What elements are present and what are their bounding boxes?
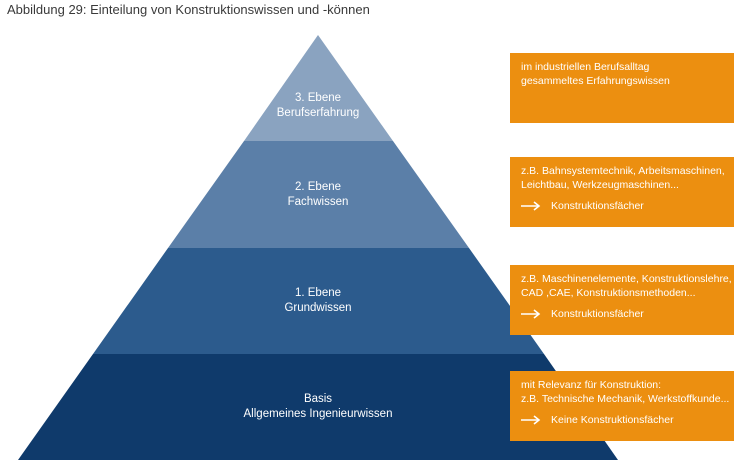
arrow-label: Konstruktionsfächer xyxy=(551,308,644,320)
info-box-grundwissen: z.B. Maschinenelemente, Konstruktionsleh… xyxy=(510,265,734,335)
right-arrow-icon xyxy=(521,201,541,211)
right-arrow-icon xyxy=(521,415,541,425)
box-line: Leichtbau, Werkzeugmaschinen... xyxy=(521,179,679,191)
level-label-base: Basis Allgemeines Ingenieurwissen xyxy=(218,392,418,422)
box-line: z.B. Maschinenelemente, Konstruktionsleh… xyxy=(521,273,732,285)
level-title: Basis xyxy=(303,393,333,405)
info-box-fachwissen: z.B. Bahnsystemtechnik, Arbeitsmaschinen… xyxy=(510,157,734,227)
arrow-row: Konstruktionsfächer xyxy=(521,199,726,213)
arrow-row: Keine Konstruktionsfächer xyxy=(521,413,726,427)
level-subtitle: Fachwissen xyxy=(287,196,349,208)
box-line: z.B. Bahnsystemtechnik, Arbeitsmaschinen… xyxy=(521,165,725,177)
level-label-3: 3. Ebene Berufserfahrung xyxy=(238,91,398,121)
box-line: mit Relevanz für Konstruktion: xyxy=(521,379,662,391)
level-title: 2. Ebene xyxy=(294,181,342,193)
pyramid-layer-base xyxy=(18,354,618,460)
right-arrow-icon xyxy=(521,309,541,319)
box-line: gesammeltes Erfahrungswissen xyxy=(521,75,670,87)
level-title: 1. Ebene xyxy=(294,287,342,299)
arrow-label: Keine Konstruktionsfächer xyxy=(551,414,674,426)
pyramid-layer-3 xyxy=(244,35,393,141)
box-line: CAD ,CAE, Konstruktionsmethoden... xyxy=(521,287,696,299)
arrow-row: Konstruktionsfächer xyxy=(521,307,726,321)
level-subtitle: Berufserfahrung xyxy=(276,107,360,119)
pyramid-layer-1 xyxy=(93,248,544,354)
pyramid-layer-2 xyxy=(168,141,469,248)
info-box-berufserfahrung: im industriellen Berufsalltag gesammelte… xyxy=(510,53,734,123)
figure-caption: Abbildung 29: Einteilung von Konstruktio… xyxy=(7,2,370,17)
level-subtitle: Allgemeines Ingenieurwissen xyxy=(243,408,393,420)
level-label-2: 2. Ebene Fachwissen xyxy=(238,180,398,210)
info-box-basis: mit Relevanz für Konstruktion: z.B. Tech… xyxy=(510,371,734,441)
level-title: 3. Ebene xyxy=(294,92,342,104)
level-subtitle: Grundwissen xyxy=(284,302,352,314)
level-label-1: 1. Ebene Grundwissen xyxy=(238,286,398,316)
box-line: im industriellen Berufsalltag xyxy=(521,61,650,73)
arrow-label: Konstruktionsfächer xyxy=(551,200,644,212)
box-line: z.B. Technische Mechanik, Werkstoffkunde… xyxy=(521,393,730,405)
